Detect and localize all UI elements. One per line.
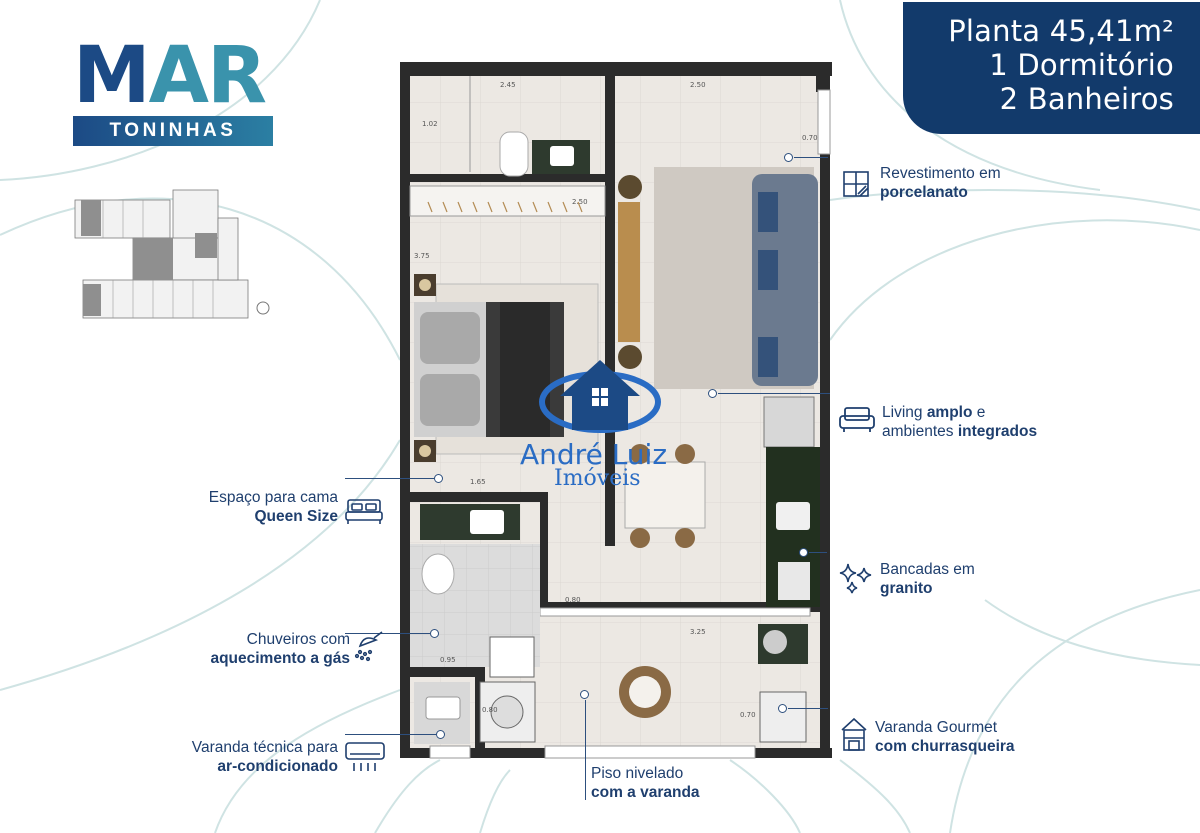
callout-text: Varanda técnica para (191, 739, 338, 756)
callout-granite: Bancadas em granito (880, 560, 975, 598)
callout-dot (430, 629, 439, 638)
logo-letter-m: M (73, 31, 151, 121)
callout-bold: granito (880, 580, 933, 597)
callout-text: Chuveiros com (246, 631, 350, 648)
callout-leader (718, 393, 830, 394)
callout-technical: Varanda técnica para ar-condicionado (150, 738, 338, 776)
callout-dot (580, 690, 589, 699)
callout-bold: com churrasqueira (875, 738, 1015, 755)
callout-text: Espaço para cama (208, 489, 338, 506)
dim-label: 0.80 (482, 706, 498, 714)
callout-dot (708, 389, 717, 398)
callout-dot (799, 548, 808, 557)
callout-leader (788, 708, 828, 709)
plan-info-badge: Planta 45,41m² 1 Dormitório 2 Banheiros (903, 2, 1200, 134)
callout-bold: amplo (926, 404, 973, 421)
house-logo-icon (539, 360, 661, 433)
callout-dot (434, 474, 443, 483)
dim-label: 0.95 (440, 656, 456, 664)
callout-gourmet: Varanda Gourmet com churrasqueira (875, 718, 1015, 756)
logo-subtitle: TONINHAS (73, 116, 273, 146)
dim-label: 1.02 (422, 120, 438, 128)
dim-label: 0.70 (802, 134, 818, 142)
callout-bold: Queen Size (254, 508, 338, 525)
callout-text: e (972, 404, 986, 421)
callout-dot (784, 153, 793, 162)
dim-label: 0.70 (740, 711, 756, 719)
callout-porcelain: Revestimento em porcelanato (880, 164, 1001, 202)
callout-text: Living (882, 404, 927, 421)
bed-icon (345, 499, 383, 524)
callout-leader (809, 552, 827, 553)
callout-bold: integrados (957, 423, 1038, 440)
callout-text: ambientes (882, 423, 958, 440)
dim-label: 2.50 (690, 81, 706, 89)
watermark-subtitle: Imóveis (554, 466, 641, 491)
callout-text: Bancadas em (880, 561, 975, 578)
callout-leader (345, 478, 434, 479)
dim-label: 2.50 (572, 198, 588, 206)
callout-bold: aquecimento a gás (210, 650, 350, 667)
plan-bedrooms: 1 Dormitório (989, 48, 1174, 82)
dim-label: 0.80 (565, 596, 581, 604)
brand-logo: MAR TONINHAS (73, 37, 275, 146)
sparkle-icon (839, 563, 872, 594)
callout-bed: Espaço para cama Queen Size (150, 488, 338, 526)
plan-bathrooms: 2 Banheiros (999, 82, 1174, 116)
callout-text: Piso nivelado (591, 765, 684, 782)
callout-bold: ar-condicionado (217, 758, 338, 775)
logo-letters-ar: AR (148, 31, 267, 121)
callout-text: Varanda Gourmet (875, 719, 998, 736)
tile-icon (843, 171, 869, 197)
callout-dot (436, 730, 445, 739)
callout-shower: Chuveiros com aquecimento a gás (150, 630, 350, 668)
callout-living: Living amplo e ambientes integrados (882, 403, 1037, 441)
building-key-plan (74, 189, 270, 319)
callout-leader (345, 633, 430, 634)
dim-label: 1.65 (470, 478, 486, 486)
plan-area: Planta 45,41m² (948, 14, 1174, 48)
dim-label: 2.45 (500, 81, 516, 89)
dim-label: 3.25 (690, 628, 706, 636)
callout-bold: porcelanato (880, 184, 968, 201)
callout-leader (585, 700, 586, 800)
callout-leader (794, 157, 828, 158)
callout-text: Revestimento em (880, 165, 1001, 182)
callout-dot (778, 704, 787, 713)
shower-icon (354, 631, 383, 662)
dim-label: 3.75 (414, 252, 430, 260)
callout-bold: com a varanda (591, 784, 700, 801)
sofa-icon (839, 407, 875, 432)
callout-floor: Piso nivelado com a varanda (591, 764, 700, 802)
logo-wordmark: MAR (73, 37, 275, 115)
grill-icon (841, 717, 867, 751)
air-conditioner-icon (345, 742, 385, 771)
callout-leader (345, 734, 436, 735)
watermark-name: André Luiz (520, 438, 668, 471)
